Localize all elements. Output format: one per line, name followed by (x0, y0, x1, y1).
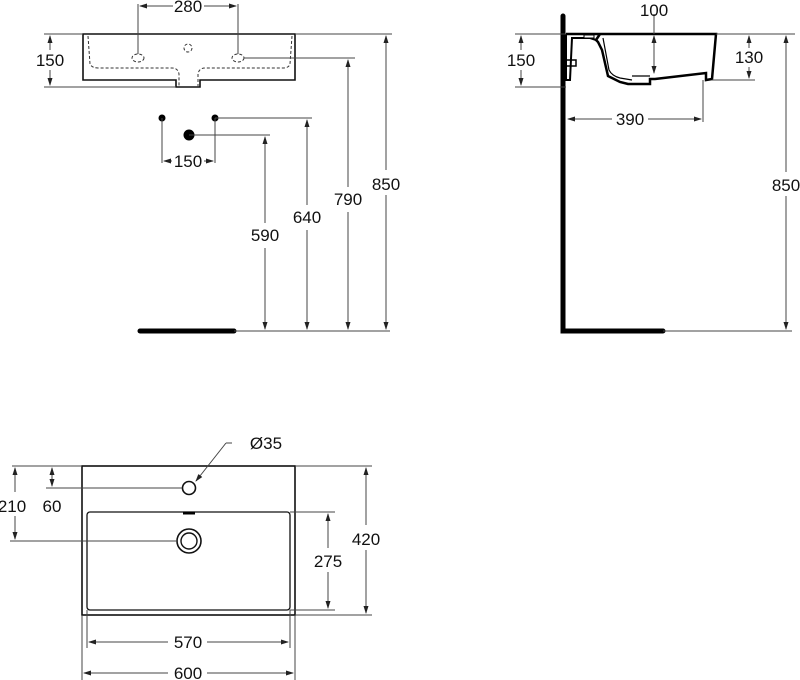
dim-label-d35: Ø35 (250, 434, 282, 453)
dim-label-850-side: 850 (772, 176, 800, 195)
dim-label-275: 275 (314, 552, 342, 571)
dim-supply-height: 640 (293, 119, 321, 330)
top-bowl-outline (86, 511, 291, 611)
dim-label-210: 210 (0, 497, 26, 516)
dim-label-590: 590 (251, 226, 279, 245)
dim-overall-width: 600 (81, 615, 296, 680)
top-view: Ø35 60 210 275 (0, 434, 380, 680)
dim-bowl-depth-front: 130 (712, 33, 795, 81)
dim-basin-height-side: 150 (507, 33, 566, 88)
waste-inner-icon (180, 532, 198, 550)
front-view: 280 150 150 (36, 0, 400, 334)
dim-basin-bottom-height: 790 (334, 59, 362, 330)
dim-tap-spacing: 280 (137, 0, 239, 54)
dim-supply-spacing: 150 (161, 118, 216, 171)
dim-projection: 390 (567, 80, 704, 129)
wall-and-floor (560, 13, 666, 334)
front-basin-outline (82, 33, 296, 88)
dim-waste-height: 590 (251, 136, 279, 330)
dim-tap-hole-offset: 60 (12, 465, 182, 516)
dim-bowl-depth-center: 100 (640, 1, 668, 74)
dim-tap-hole-diameter: Ø35 (195, 434, 282, 482)
dim-label-420: 420 (352, 530, 380, 549)
side-view: 100 150 130 390 (507, 1, 800, 334)
dim-basin-height: 150 (36, 33, 176, 88)
center-hole-icon (183, 43, 193, 53)
dim-label-150-supply: 150 (174, 152, 202, 171)
dim-label-790: 790 (334, 190, 362, 209)
dim-rim-height-front: 850 (372, 35, 400, 330)
dim-waste-offset: 210 (0, 467, 177, 542)
dim-label-130: 130 (735, 48, 763, 67)
dim-bowl-width: 570 (86, 610, 291, 652)
tap-hole-right-icon (231, 53, 245, 63)
dim-label-280: 280 (174, 0, 202, 16)
dim-label-150-side: 150 (507, 51, 535, 70)
dim-label-570: 570 (174, 633, 202, 652)
tap-hole-icon (181, 480, 197, 496)
dim-label-390: 390 (616, 110, 644, 129)
dim-label-100: 100 (640, 1, 668, 20)
side-basin-profile (565, 32, 718, 86)
dim-overall-depth: 420 (295, 465, 380, 616)
dim-label-150-front: 150 (36, 51, 64, 70)
dim-label-60: 60 (43, 497, 62, 516)
tap-hole-left-icon (131, 53, 145, 63)
dim-rim-height-side: 850 (663, 35, 800, 332)
dim-bowl-depth: 275 (290, 511, 342, 611)
dim-label-600: 600 (174, 664, 202, 680)
dim-label-640: 640 (293, 208, 321, 227)
dim-label-850-front: 850 (372, 175, 400, 194)
